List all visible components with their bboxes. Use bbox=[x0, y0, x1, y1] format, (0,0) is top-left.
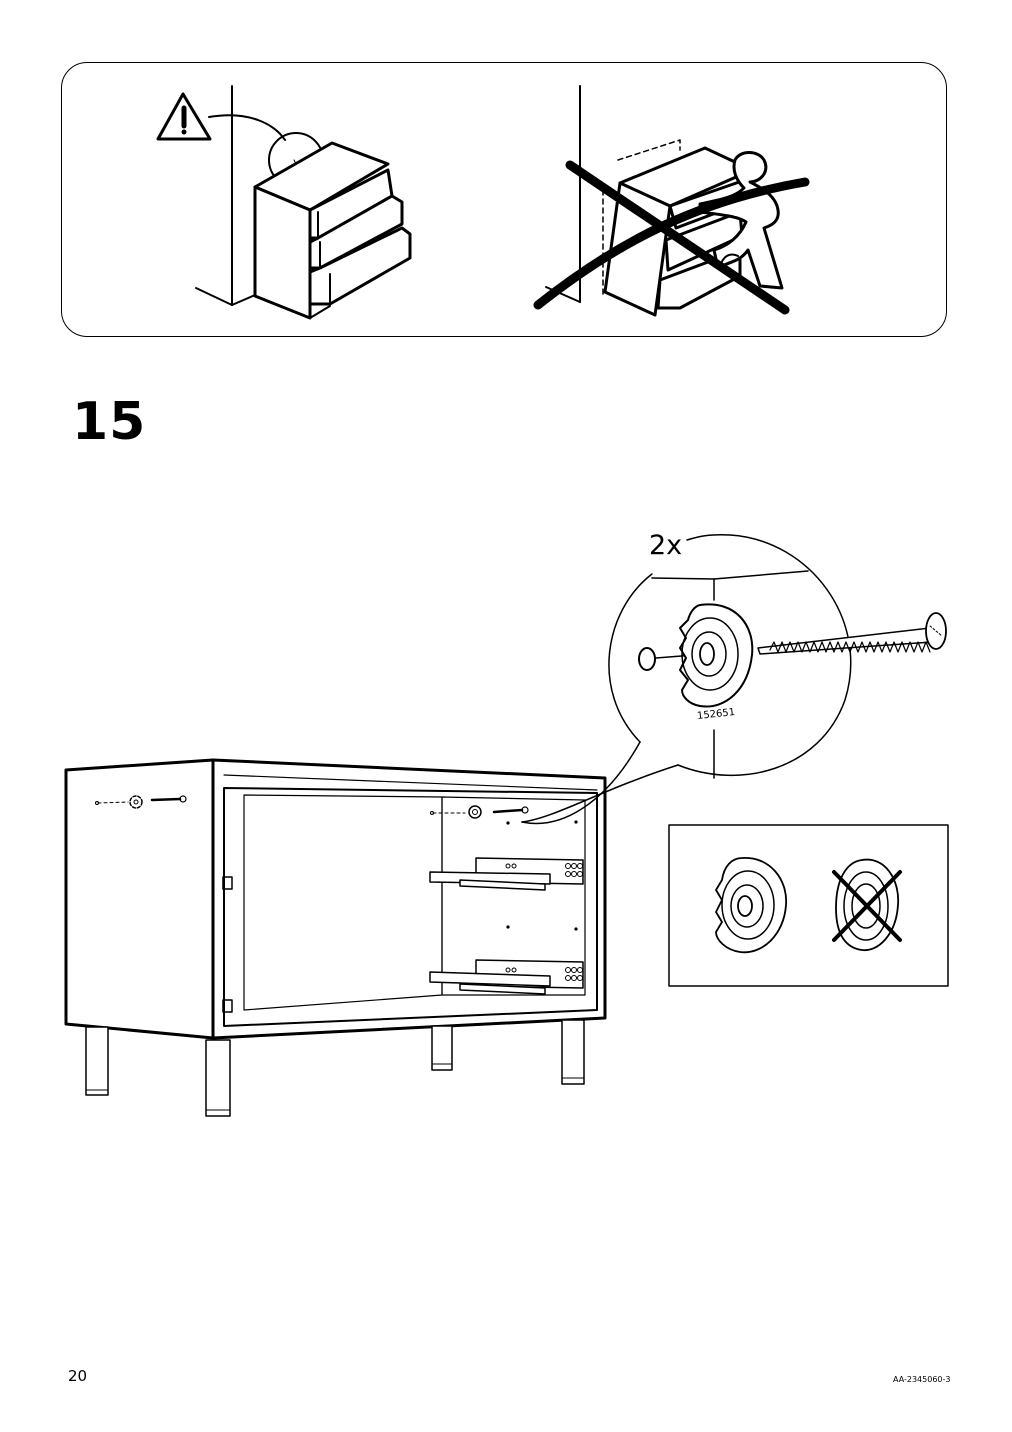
fitting-detail-callout bbox=[521, 534, 947, 825]
step-number: 15 bbox=[72, 392, 147, 452]
orientation-check-box bbox=[668, 824, 949, 987]
page-number: 20 bbox=[68, 1367, 88, 1385]
cabinet-illustration bbox=[64, 758, 607, 1117]
correct-washer-icon bbox=[715, 857, 787, 954]
document-code: AA-2345060-3 bbox=[893, 1375, 951, 1384]
warning-triangle-icon bbox=[156, 92, 212, 141]
tip-over-warning-panel bbox=[61, 62, 947, 337]
quantity-label: 2x bbox=[649, 530, 683, 561]
dresser-anchored-illustration bbox=[195, 85, 412, 320]
x-mark-icon bbox=[533, 160, 810, 315]
x-mark-icon bbox=[832, 870, 902, 942]
dresser-climbing-prohibited-illustration bbox=[545, 85, 784, 317]
